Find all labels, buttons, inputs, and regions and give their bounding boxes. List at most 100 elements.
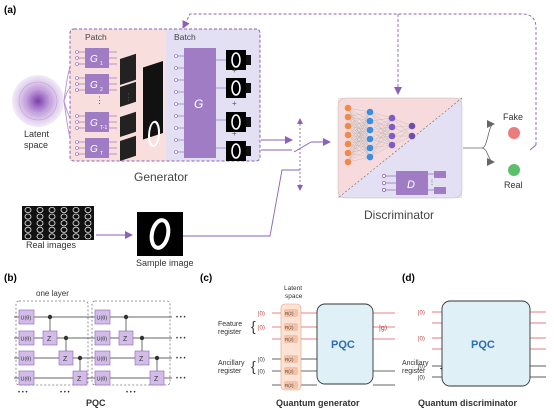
- real-images-label: Real images: [26, 240, 77, 250]
- patch-vdots: ⋮: [124, 92, 133, 102]
- panel-b-label: (b): [4, 273, 17, 284]
- qubit-input: [174, 78, 178, 82]
- latent-rotation-label: R(z): [285, 357, 294, 362]
- control-dot: [63, 335, 69, 341]
- ancillary-register-d-2: register: [402, 368, 426, 375]
- continuation-dots: • • •: [176, 336, 186, 342]
- nn-connection: [369, 117, 393, 140]
- z-gate-label: Z: [63, 356, 68, 363]
- qubit-input: [75, 146, 79, 150]
- nn-node: [366, 108, 374, 116]
- quantum-discriminator-block: [396, 171, 428, 195]
- real-images-grid: [22, 206, 94, 240]
- real-digit: [24, 220, 32, 227]
- continuation-dots: • • •: [176, 356, 186, 362]
- patch-assembled-image: [143, 61, 163, 140]
- pqc-block-generator: [316, 303, 374, 385]
- control-dot: [47, 314, 53, 320]
- quantum-generator-title: Quantum generator: [276, 398, 360, 408]
- sub-generator-vdots: ⋮: [95, 95, 104, 105]
- pqc-generator-label: PQC: [331, 339, 355, 351]
- real-digit: [36, 226, 44, 233]
- continuation-dots: • • •: [126, 390, 136, 396]
- qubit-input: [174, 114, 178, 118]
- nn-connection: [369, 117, 393, 122]
- real-digit: [84, 226, 92, 233]
- nn-connection: [391, 125, 413, 146]
- nn-connection: [391, 125, 413, 128]
- fake-label: Fake: [503, 112, 523, 122]
- u-gate-label: U(θ): [21, 357, 32, 363]
- batch-output-image: [226, 112, 246, 132]
- ket-zero: |0⟩: [258, 369, 265, 376]
- real-dot: [508, 164, 520, 176]
- digit-zero-stroke: [231, 114, 241, 130]
- sub-generator-index: 1: [100, 61, 103, 67]
- real-digit: [84, 213, 92, 220]
- ancillary-register-d-1: Ancillary: [402, 360, 429, 367]
- pqc-block-discriminator: [441, 300, 531, 387]
- qubit-input: [174, 126, 178, 130]
- digit-zero-stroke: [231, 52, 241, 68]
- pqc-discriminator-label: PQC: [471, 339, 495, 351]
- latent-rotation-gate: [284, 309, 298, 317]
- real-digit: [36, 233, 44, 240]
- real-digit: [60, 220, 68, 227]
- ket-zero: |0⟩: [418, 336, 425, 343]
- patch-output-strips: [120, 53, 163, 162]
- qubit-input: [174, 102, 178, 106]
- nn-node: [408, 132, 416, 140]
- real-digit: [84, 206, 92, 213]
- ancillary-register-c-2: register: [218, 368, 242, 375]
- u-gate: [18, 330, 35, 346]
- real-digit: [72, 213, 80, 220]
- quantum-d-wires: [382, 174, 396, 192]
- continuation-dots: • • •: [176, 376, 186, 382]
- real-digit: [48, 233, 56, 240]
- nn-connection: [347, 120, 371, 163]
- u-gate-label: U(θ): [97, 357, 108, 363]
- u-gate: [18, 370, 35, 386]
- latent-rotations: R(z)R(z)R(z)R(z)R(z)R(z): [284, 309, 298, 389]
- latent-rotation-gate: [284, 335, 298, 343]
- layer-box-1: [15, 300, 89, 386]
- nn-node: [344, 149, 352, 157]
- qubit-input: [174, 138, 178, 142]
- u-gate: [94, 330, 111, 346]
- nn-node: [366, 135, 374, 143]
- nn-node: [366, 117, 374, 125]
- real-digit: [60, 226, 68, 233]
- discriminator-label: Discriminator: [364, 208, 434, 222]
- ket-zero: |0⟩: [418, 310, 425, 317]
- nn-node: [344, 122, 352, 130]
- feature-register-1: Feature: [218, 321, 242, 328]
- feature-register-2: register: [218, 329, 242, 336]
- neural-network: [344, 104, 416, 166]
- qubit-input: [174, 66, 178, 70]
- u-gate-label: U(θ): [21, 377, 32, 383]
- qubit-input: [75, 50, 79, 54]
- sub-generator-index: 2: [100, 87, 103, 93]
- u-gate-label: U(θ): [21, 316, 32, 322]
- sub-generator-index: T: [100, 151, 103, 157]
- nn-node: [408, 122, 416, 130]
- ket-zero: |0⟩: [418, 364, 425, 371]
- nn-connection: [369, 144, 393, 158]
- batch-plus: +: [232, 99, 237, 108]
- u-gate: [94, 309, 111, 325]
- batch-plus: +: [232, 129, 237, 138]
- patch-label: Patch: [85, 32, 107, 42]
- nn-connection: [347, 111, 371, 145]
- nn-connection: [369, 126, 393, 158]
- nn-connection: [347, 111, 371, 154]
- qubit-input: [75, 152, 79, 156]
- qubit-input: [75, 82, 79, 86]
- ket-zero: |0⟩: [258, 325, 265, 332]
- real-digit: [48, 213, 56, 220]
- nn-node: [344, 104, 352, 112]
- sub-generator-label: G: [90, 118, 98, 129]
- qubit-input: [75, 62, 79, 66]
- nn-connection: [347, 147, 371, 163]
- nn-connection: [347, 129, 371, 163]
- nn-node: [366, 126, 374, 134]
